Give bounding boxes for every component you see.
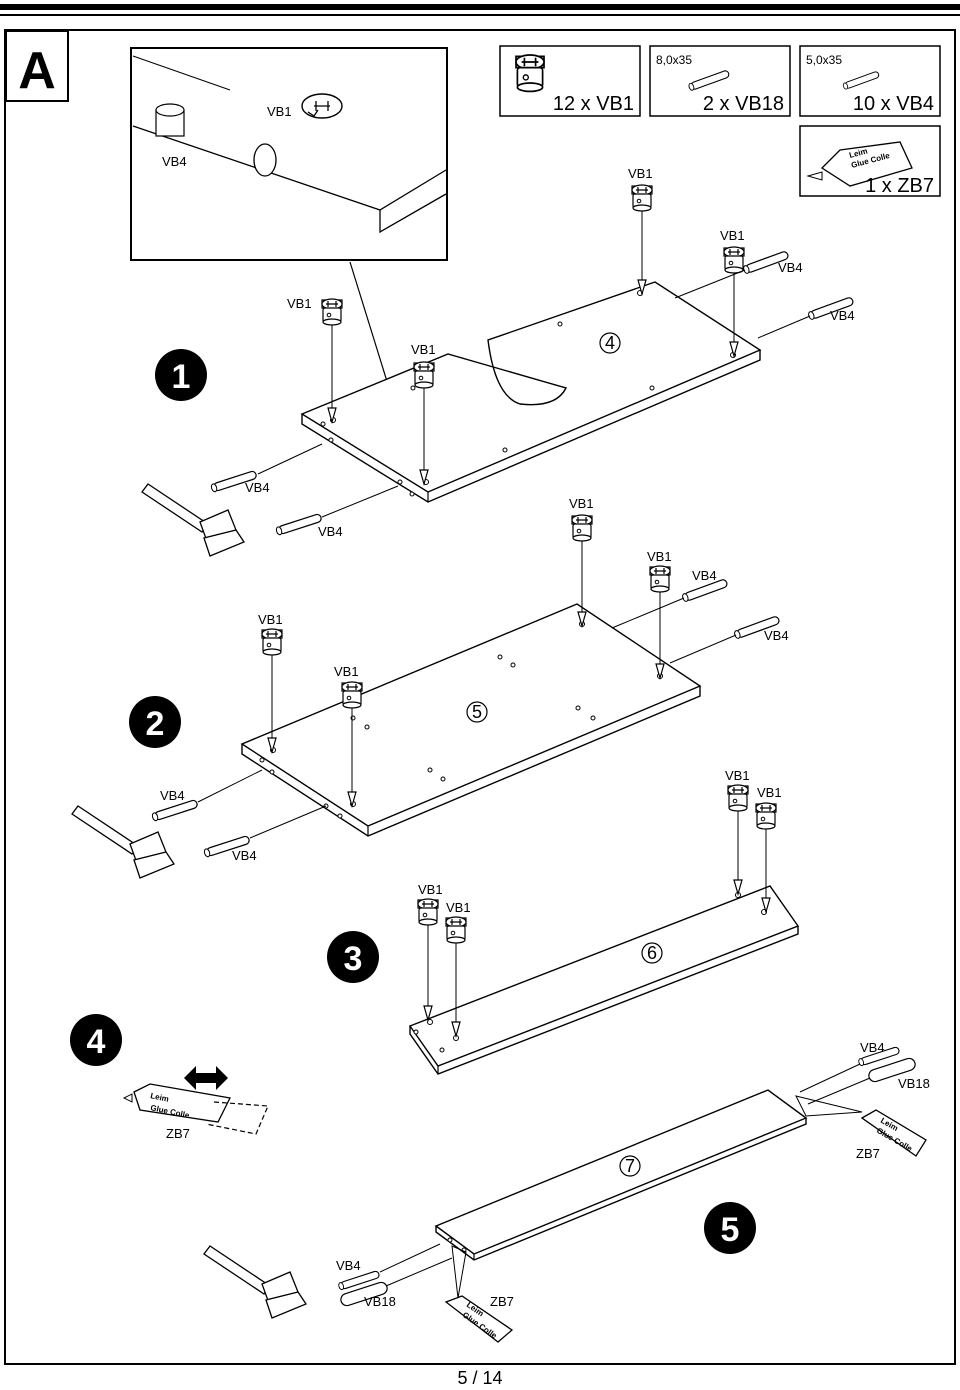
page-number: 5 / 14 — [457, 1368, 503, 1388]
step-5-hammer — [203, 1245, 307, 1319]
step-3-number: 3 — [344, 940, 363, 978]
step-2-vb1-label-4: VB1 — [647, 549, 672, 564]
step-2-vb1-label-3: VB1 — [569, 496, 594, 511]
step-5-vb18-left — [340, 1281, 388, 1307]
panel-7-number: 7 — [625, 1156, 635, 1176]
step-1-vb1-label-3: VB1 — [628, 166, 653, 181]
step-1-vb4-label-1: VB4 — [245, 480, 270, 495]
step-4-zb7-label: ZB7 — [166, 1126, 190, 1141]
step-1-vb1-label-2: VB1 — [411, 342, 436, 357]
step-5: 5 7 VB4 VB18 Leim Glue Colle ZB7 VB4 — [203, 1040, 930, 1343]
part-zb7-qty: 1 x ZB7 — [865, 175, 934, 197]
step-1-vb4-label-2: VB4 — [318, 524, 343, 539]
step-3-vb1-label-4: VB1 — [757, 785, 782, 800]
step-2-number: 2 — [146, 705, 165, 743]
step-5-glue-tube-right: Leim Glue Colle — [860, 1109, 927, 1157]
step-4-number: 4 — [87, 1023, 106, 1061]
step-2-badge — [129, 696, 181, 748]
step-2-vb4-label-3: VB4 — [692, 568, 717, 583]
part-vb4: 5,0x35 10 x VB4 — [799, 45, 941, 117]
step-2: 2 5 VB1 — [71, 496, 789, 879]
step-4-double-arrow-icon — [184, 1066, 228, 1090]
panel-7: 7 — [434, 1089, 808, 1261]
detail-inset: VB1 VB4 — [130, 47, 448, 261]
step-4-glue-tube-icon: Leim Glue Colle — [122, 1083, 269, 1135]
step-5-vb18-right — [868, 1057, 916, 1083]
step-1: 1 4 VB1 VB1 — [141, 166, 855, 557]
part-vb18-qty: 2 x VB18 — [703, 93, 784, 115]
part-vb1-qty: 12 x VB1 — [553, 93, 634, 115]
top-rule-thin — [0, 14, 960, 16]
inset-vb4-label: VB4 — [162, 154, 187, 169]
part-vb1: 12 x VB1 — [499, 45, 641, 117]
part-vb18-size: 8,0x35 — [656, 53, 692, 67]
step-3-vb1-label-3: VB1 — [725, 768, 750, 783]
step-3-vb1-label-2: VB1 — [446, 900, 471, 915]
step-5-vb18-label-left: VB18 — [364, 1294, 396, 1309]
step-3: 3 6 VB1 VB1 VB1 VB1 — [327, 768, 800, 1075]
panel-5: 5 — [240, 603, 702, 837]
step-2-vb4-label-1: VB4 — [160, 788, 185, 803]
step-3-badge — [327, 931, 379, 983]
step-5-vb4-label-left: VB4 — [336, 1258, 361, 1273]
step-1-vb1-label-1: VB1 — [287, 296, 312, 311]
inset-vb1-label: VB1 — [267, 104, 292, 119]
step-1-badge — [155, 349, 207, 401]
section-letter: A — [18, 42, 56, 100]
step-5-zb7-label-right: ZB7 — [856, 1146, 880, 1161]
panel-4: 4 — [300, 281, 762, 503]
inset-cam-icon — [301, 93, 343, 119]
part-zb7: Leim Glue Colle 1 x ZB7 — [799, 125, 941, 197]
panel-4-number: 4 — [605, 333, 615, 353]
step-5-vb4-label-right: VB4 — [860, 1040, 885, 1055]
inset-dowel — [155, 103, 185, 137]
step-5-vb18-label-right: VB18 — [898, 1076, 930, 1091]
step-1-number: 1 — [172, 358, 191, 396]
section-letter-box — [5, 30, 69, 102]
step-4-glue-text-1: Leim — [150, 1091, 170, 1104]
step-1-vb4-label-3: VB4 — [778, 260, 803, 275]
panel-5-number: 5 — [472, 702, 482, 722]
part-vb4-qty: 10 x VB4 — [853, 93, 934, 115]
step-2-vb1-label-1: VB1 — [258, 612, 283, 627]
step-4: 4 Leim Glue Colle ZB7 — [70, 1014, 269, 1141]
page-frame — [4, 29, 956, 1365]
step-1-vb1-label-4: VB1 — [720, 228, 745, 243]
inset-hole — [253, 143, 277, 177]
step-5-number: 5 — [721, 1211, 740, 1249]
step-1-hammer — [141, 483, 245, 557]
step-1-vb4-label-4: VB4 — [830, 308, 855, 323]
panel-6-number: 6 — [647, 943, 657, 963]
step-2-vb4-label-4: VB4 — [764, 628, 789, 643]
panel-6: 6 — [408, 885, 800, 1075]
step-2-vb1-label-2: VB1 — [334, 664, 359, 679]
step-4-badge — [70, 1014, 122, 1066]
part-vb18: 8,0x35 2 x VB18 — [649, 45, 791, 117]
step-5-zb7-label-left: ZB7 — [490, 1294, 514, 1309]
part-vb4-size: 5,0x35 — [806, 53, 842, 67]
step-2-vb4-label-2: VB4 — [232, 848, 257, 863]
top-rule-thick — [0, 4, 960, 10]
step-5-badge — [704, 1202, 756, 1254]
step-3-vb1-label-1: VB1 — [418, 882, 443, 897]
